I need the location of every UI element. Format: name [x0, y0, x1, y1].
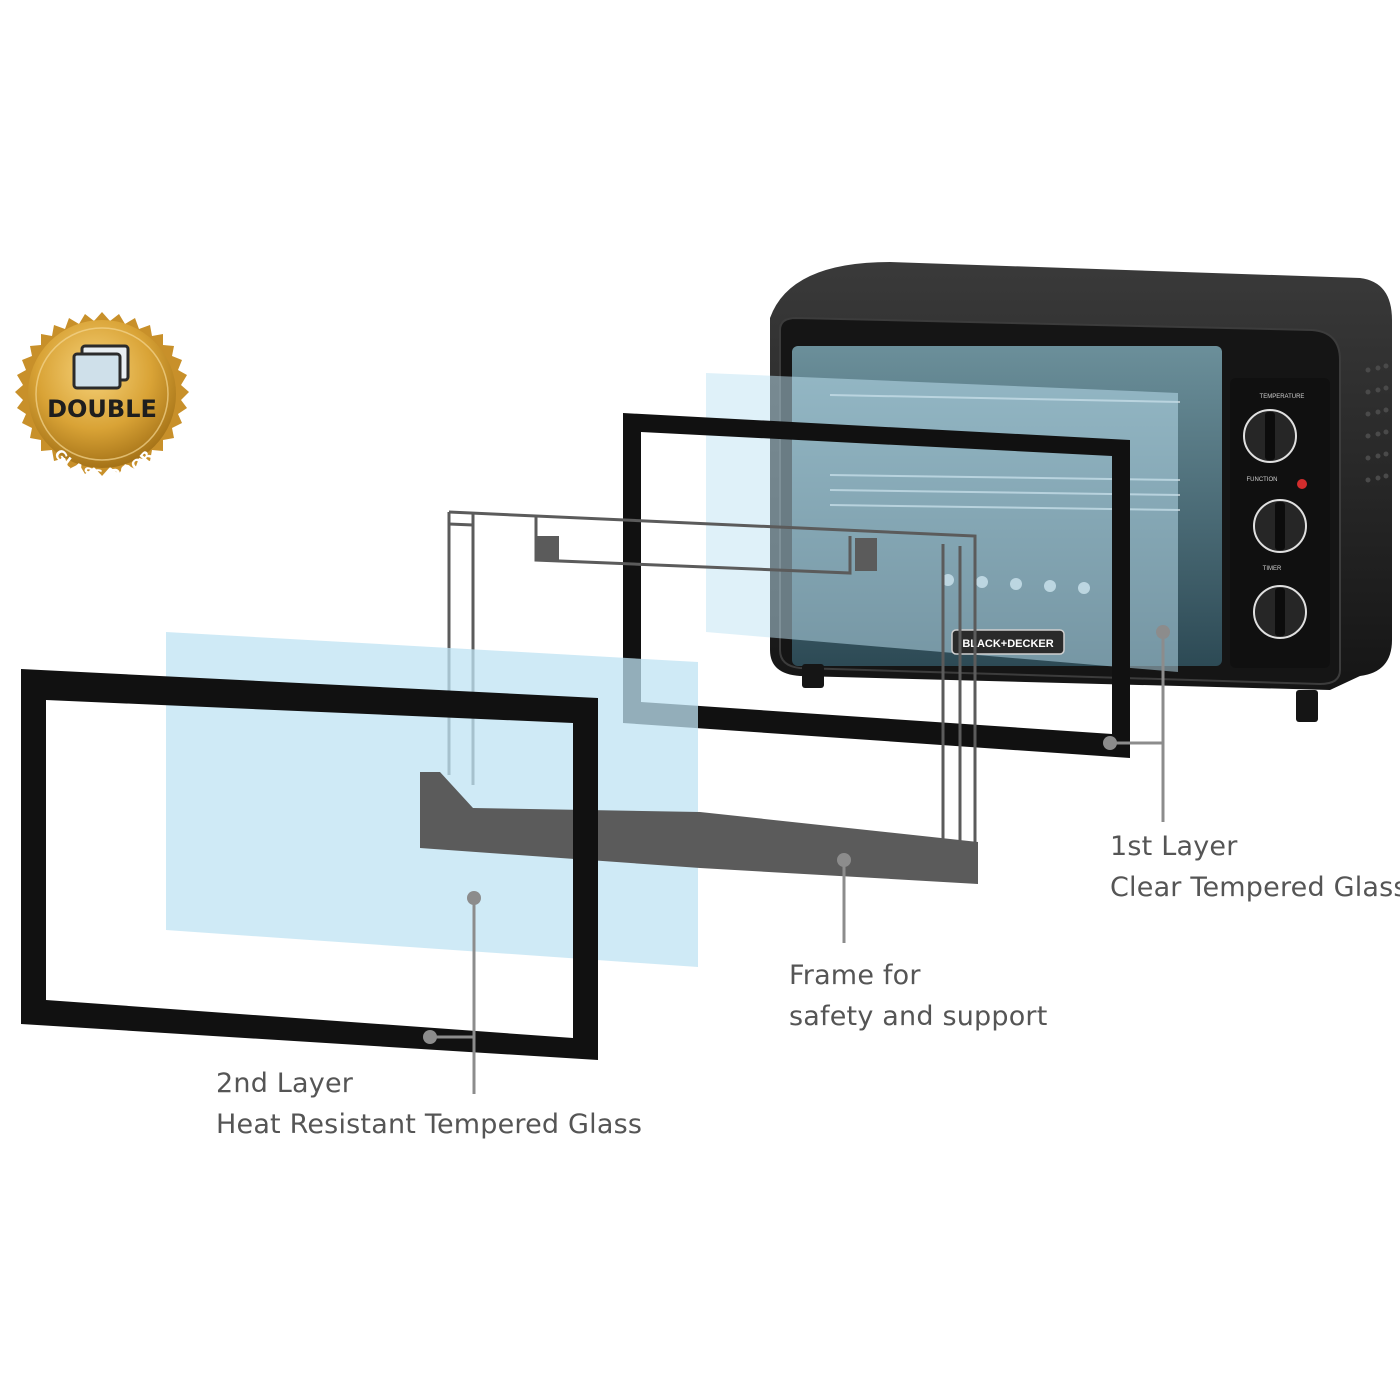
timer-label: TIMER: [1263, 566, 1282, 572]
first-layer-label: 1st Layer Clear Tempered Glass: [1110, 826, 1400, 908]
first-layer-leader: [1103, 625, 1170, 822]
second-layer-label: 2nd Layer Heat Resistant Tempered Glass: [216, 1063, 642, 1145]
support-frame-clip: [855, 538, 877, 571]
badge-inner-ring: [35, 327, 169, 461]
oven-side-vents: [1365, 363, 1389, 483]
second-layer-leader: [423, 891, 481, 1094]
first-layer-description: Clear Tempered Glass: [1110, 872, 1400, 903]
function-knob-grip: [1275, 502, 1285, 550]
first-layer-title: 1st Layer: [1110, 831, 1238, 862]
badge-title: DOUBLE: [47, 395, 157, 423]
oven-brand: BLACK+DECKER: [962, 638, 1053, 650]
timer-knob-grip: [1275, 588, 1285, 636]
second-layer-title: 2nd Layer: [216, 1068, 354, 1099]
temperature-label: TEMPERATURE: [1260, 394, 1305, 400]
function-label: FUNCTION: [1247, 477, 1278, 483]
toaster-oven: BLACK+DECKER TEMPERATURE FUNCTION TIMER: [706, 262, 1392, 722]
badge-disc: [28, 320, 176, 468]
second-layer-description: Heat Resistant Tempered Glass: [216, 1109, 643, 1140]
power-indicator-light: [1297, 479, 1307, 489]
double-glass-door-badge: DOUBLE GLASS DOOR: [15, 312, 189, 484]
oven-brand-plate: [951, 629, 1065, 655]
frame-label: Frame for safety and support: [789, 955, 1048, 1037]
oven-foot-right: [1296, 690, 1318, 722]
support-frame-corner-tab: [537, 536, 559, 560]
frame-leader: [837, 853, 851, 943]
second-layer-glass-frame: [21, 669, 598, 1060]
frame-title: Frame for: [789, 960, 921, 991]
oven-foot-left: [802, 664, 824, 688]
frame-description: safety and support: [789, 1001, 1048, 1032]
temperature-knob-grip: [1265, 412, 1275, 460]
glass-panes-icon: [72, 344, 130, 390]
